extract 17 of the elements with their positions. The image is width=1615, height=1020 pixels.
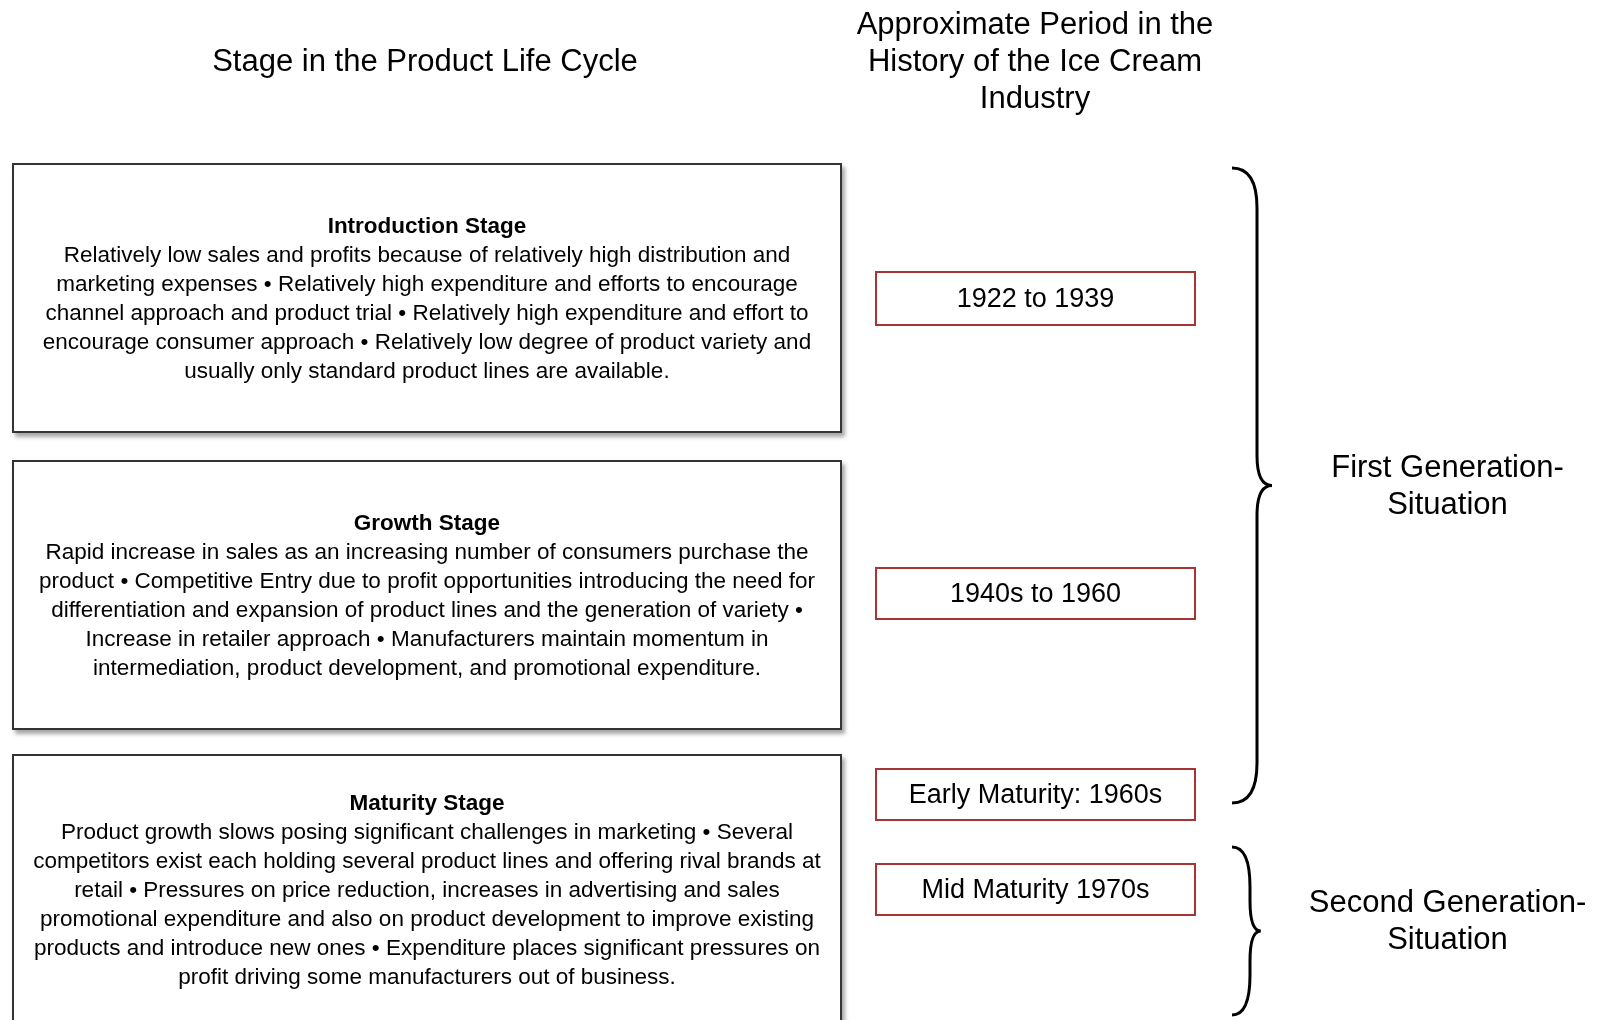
period-box: 1922 to 1939 [875,271,1196,326]
stage-description: Rapid increase in sales as an increasing number of consumers purchase the product • Competitive Entry due to profit opportunities introducing the need for differentiation and expansion of product lines and the generation of variety • Increase in retailer approach • Manufacturers maintain momentum in intermediation, product development, and promotional expenditure. [38,538,816,682]
stage-box [12,754,842,1020]
stage-title: Growth Stage [353,509,501,537]
column-heading: Stage in the Product Life Cycle [211,42,639,79]
period-box: 1940s to 1960 [875,567,1196,620]
group-label: First Generation-Situation [1330,448,1565,522]
stage-title: Introduction Stage [327,212,527,240]
column-heading: Approximate Period in the History of the Ice Cream Industry [855,5,1215,116]
stage-description: Relatively low sales and profits because of relatively high distribution and marketing expenses • Relatively high expenditure and efforts to encourage channel approach and product trial • Relatively high expenditure and effort to encourage consumer approach • Relatively low degree of product variety and usually only standard product lines are available. [41,241,813,385]
period-box: Early Maturity: 1960s [875,768,1196,821]
period-box: Mid Maturity 1970s [875,863,1196,916]
stage-description: Product growth slows posing significant challenges in marketing • Several competitors exist each holding several product lines and offering rival brands at retail • Pressures on price reduction, increases in advertising and sales promotional expenditure and also on product development to improve existing products and introduce new ones • Expenditure places significant pressures on profit driving some manufacturers out of business. [32,817,822,991]
stage-box [12,460,842,730]
group-label: Second Generation-Situation [1307,883,1588,957]
stage-box [12,163,842,433]
stage-title: Maturity Stage [349,788,505,817]
